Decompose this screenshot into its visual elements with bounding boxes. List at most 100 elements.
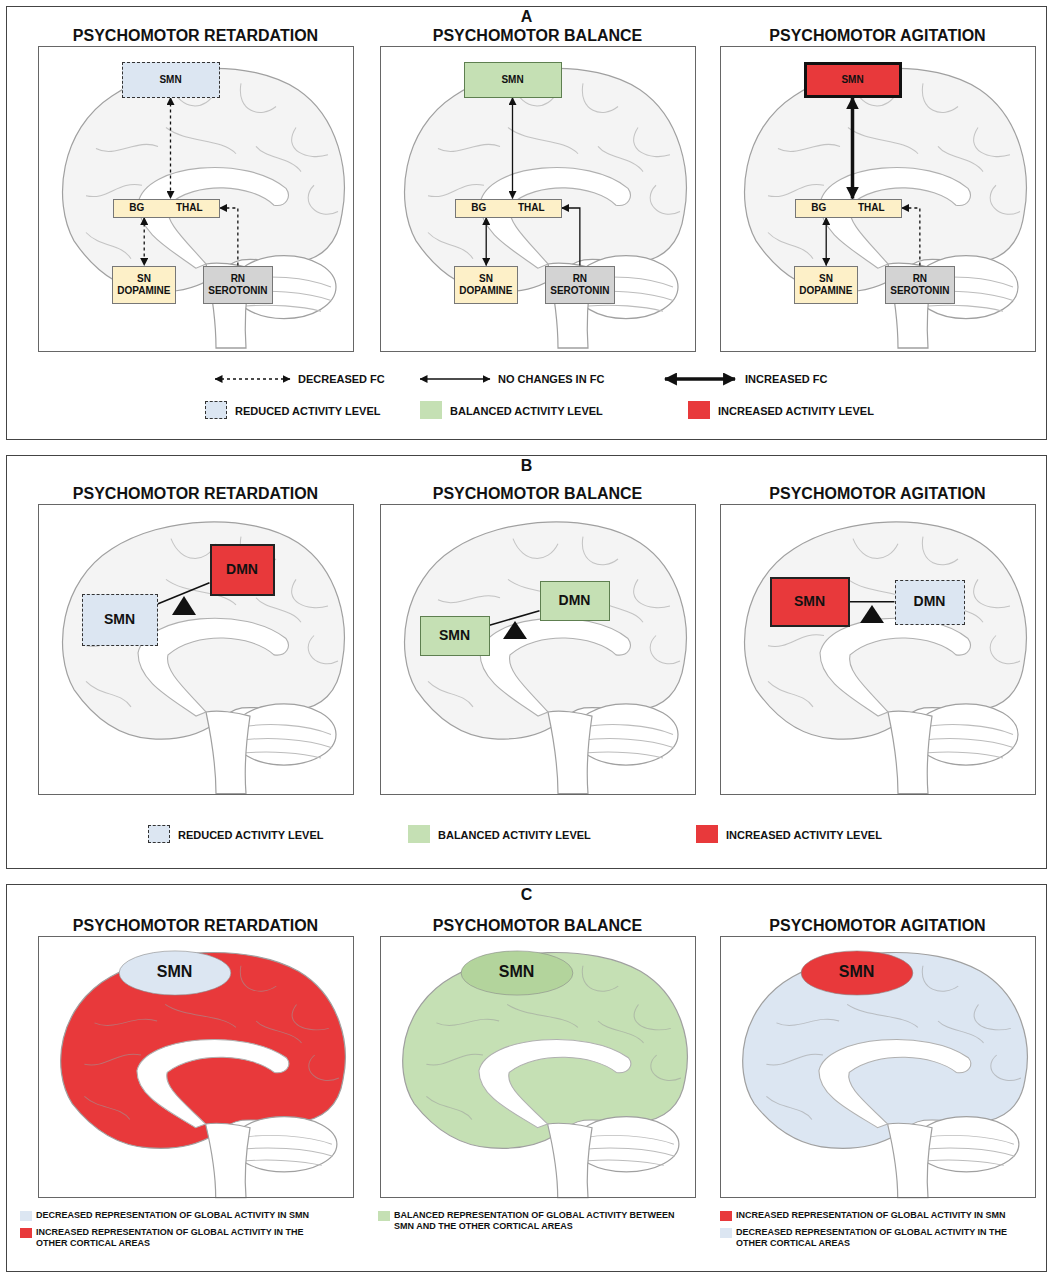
panel-title: PSYCHOMOTOR AGITATION	[661, 485, 1053, 503]
heading-holder: C	[0, 886, 1053, 904]
figure-panel: BPSYCHOMOTOR RETARDATIONSMNDMNPSYCHOMOTO…	[6, 455, 1047, 869]
panel-title: PSYCHOMOTOR BALANCE	[321, 27, 755, 45]
panel-letter: A	[0, 8, 1053, 26]
heading-holder: PSYCHOMOTOR BALANCE	[321, 485, 755, 503]
node-label: BG	[129, 202, 144, 213]
connectivity-arrow	[144, 218, 145, 266]
brain-drawing	[405, 68, 687, 348]
legend-item: BALANCED ACTIVITY LEVEL	[450, 403, 603, 419]
node-label: RN SEROTONIN	[550, 273, 609, 295]
legend-text: REDUCED ACTIVITY LEVEL	[235, 403, 380, 419]
node-label: BG	[811, 202, 826, 213]
heading-holder: PSYCHOMOTOR AGITATION	[661, 27, 1053, 45]
legend-item: INCREASED ACTIVITY LEVEL	[726, 827, 882, 843]
legend-swatch	[378, 1211, 390, 1221]
lever-line	[158, 583, 210, 604]
legend-text: INCREASED ACTIVITY LEVEL	[726, 827, 882, 843]
network-box: SMN	[804, 62, 902, 98]
legend-text: DECREASED REPRESENTATION OF GLOBAL ACTIV…	[736, 1227, 1036, 1249]
connectivity-arrow	[562, 208, 580, 266]
nucleus-box: BG THAL	[795, 199, 902, 218]
connectivity-arrow	[486, 218, 487, 266]
legend-item: DECREASED REPRESENTATION OF GLOBAL ACTIV…	[36, 1210, 351, 1221]
node-label: DMN	[914, 594, 946, 610]
network-box: SMN	[122, 62, 220, 98]
network-ellipse: SMN	[118, 950, 232, 996]
brain-drawing	[745, 522, 1027, 794]
legend-item: DECREASED REPRESENTATION OF GLOBAL ACTIV…	[736, 1227, 1036, 1249]
legend-item: REDUCED ACTIVITY LEVEL	[178, 827, 323, 843]
nucleus-box: SN DOPAMINE	[454, 266, 518, 304]
node-label: SMN	[794, 594, 825, 610]
legend-swatch	[420, 401, 442, 419]
connectivity-arrow	[902, 208, 920, 266]
node-label: SMN	[439, 628, 470, 644]
condition-panel: PSYCHOMOTOR BALANCESMN	[380, 936, 696, 1198]
node-label: DMN	[559, 593, 591, 609]
node-label: SMN	[841, 74, 863, 85]
heading-holder: B	[0, 457, 1053, 475]
node-label: SMN	[159, 74, 181, 85]
network-box: SMN	[82, 594, 158, 646]
legend-swatch	[696, 825, 718, 843]
panel-title: PSYCHOMOTOR RETARDATION	[0, 27, 413, 45]
legend-item: NO CHANGES IN FC	[498, 371, 604, 387]
legend-item: REDUCED ACTIVITY LEVEL	[235, 403, 380, 419]
legend-item: INCREASED FC	[745, 371, 828, 387]
network-box: DMN	[540, 581, 610, 621]
legend-item: INCREASED REPRESENTATION OF GLOBAL ACTIV…	[36, 1227, 336, 1249]
panel-letter: B	[0, 457, 1053, 475]
heading-holder: PSYCHOMOTOR BALANCE	[321, 27, 755, 45]
nucleus-box: RN SEROTONIN	[545, 266, 615, 304]
legend-text: DECREASED FC	[298, 371, 385, 387]
network-box: SMN	[420, 616, 490, 656]
condition-panel: PSYCHOMOTOR BALANCESMNBGTHALSN DOPAMINER…	[380, 46, 696, 352]
legend-text: BALANCED ACTIVITY LEVEL	[438, 827, 591, 843]
legend-text: INCREASED FC	[745, 371, 828, 387]
legend-item: DECREASED FC	[298, 371, 385, 387]
lever-line	[850, 601, 895, 603]
legend-line-sample	[665, 377, 735, 381]
node-label: SMN	[839, 963, 875, 981]
node-label: DMN	[226, 562, 258, 578]
network-box: DMN	[210, 544, 275, 596]
heading-holder: PSYCHOMOTOR AGITATION	[661, 917, 1053, 935]
network-ellipse: SMN	[800, 950, 914, 996]
brain-drawing	[745, 68, 1027, 348]
legend-text: INCREASED REPRESENTATION OF GLOBAL ACTIV…	[36, 1227, 336, 1249]
connectivity-arrow	[170, 98, 171, 199]
nucleus-box: RN SEROTONIN	[203, 266, 273, 304]
panel-title: PSYCHOMOTOR RETARDATION	[0, 917, 413, 935]
heading-holder: PSYCHOMOTOR RETARDATION	[0, 485, 413, 503]
nucleus-box: RN SEROTONIN	[885, 266, 955, 304]
nucleus-box: SN DOPAMINE	[112, 266, 176, 304]
heading-holder: PSYCHOMOTOR AGITATION	[661, 485, 1053, 503]
panel-title: PSYCHOMOTOR BALANCE	[321, 485, 755, 503]
ellipse-outline	[119, 950, 231, 994]
lever-line	[490, 611, 540, 626]
panel-title: PSYCHOMOTOR AGITATION	[661, 917, 1053, 935]
node-label: SMN	[157, 963, 193, 981]
condition-panel: PSYCHOMOTOR AGITATIONSMNDMN	[720, 504, 1036, 795]
legend-swatch	[720, 1228, 732, 1238]
panel-title: PSYCHOMOTOR AGITATION	[661, 27, 1053, 45]
condition-panel: PSYCHOMOTOR AGITATIONSMN	[720, 936, 1036, 1198]
ellipse-outline	[461, 950, 573, 994]
legend-swatch	[20, 1228, 32, 1238]
legend-swatch	[720, 1211, 732, 1221]
legend-line-sample	[215, 378, 290, 379]
legend-swatch	[205, 401, 227, 419]
legend-item: BALANCED REPRESENTATION OF GLOBAL ACTIVI…	[394, 1210, 694, 1232]
legend-item: BALANCED ACTIVITY LEVEL	[438, 827, 591, 843]
brain-drawing	[63, 522, 345, 794]
node-label: SN DOPAMINE	[799, 273, 852, 295]
panel-title: PSYCHOMOTOR RETARDATION	[0, 485, 413, 503]
nucleus-box: SN DOPAMINE	[794, 266, 858, 304]
legend-swatch	[688, 401, 710, 419]
legend-text: NO CHANGES IN FC	[498, 371, 604, 387]
legend-text: INCREASED REPRESENTATION OF GLOBAL ACTIV…	[736, 1210, 1036, 1221]
node-label: THAL	[858, 202, 885, 213]
condition-panel: PSYCHOMOTOR RETARDATIONSMN	[38, 936, 354, 1198]
